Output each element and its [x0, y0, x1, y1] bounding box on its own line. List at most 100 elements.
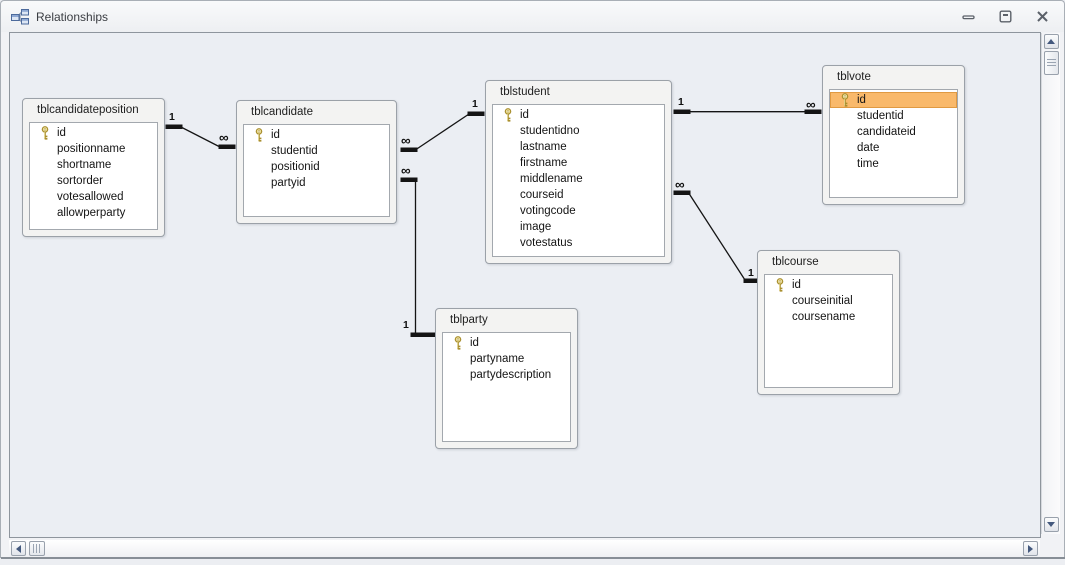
- table-title[interactable]: tblcandidate: [251, 106, 314, 118]
- field-row-shortname[interactable]: shortname: [30, 157, 157, 173]
- field-row-allowperparty[interactable]: allowperparty: [30, 205, 157, 221]
- table-field-list: id partyname partydescription: [442, 332, 571, 442]
- restore-icon: [999, 10, 1012, 23]
- field-name: studentid: [857, 110, 904, 122]
- field-row-courseinitial[interactable]: courseinitial: [765, 293, 892, 309]
- field-name: partyname: [470, 353, 525, 365]
- field-name: id: [520, 109, 529, 121]
- cardinality-label: ∞: [806, 97, 816, 112]
- restore-button[interactable]: [998, 10, 1013, 24]
- close-icon: [1037, 11, 1048, 22]
- table-field-list: id studentidno lastname firstname middlename…: [492, 104, 665, 257]
- primary-key-icon: [840, 93, 853, 107]
- field-row-studentidno[interactable]: studentidno: [493, 123, 664, 139]
- field-row-partyname[interactable]: partyname: [443, 351, 570, 367]
- field-name: id: [857, 94, 866, 106]
- table-card-tblvote[interactable]: tblvote id studentid candidateid date time: [822, 65, 965, 205]
- table-title[interactable]: tblcandidateposition: [37, 104, 139, 116]
- cardinality-label: ∞: [219, 130, 229, 145]
- field-row-id[interactable]: id: [830, 92, 957, 108]
- field-row-votestatus[interactable]: votestatus: [493, 235, 664, 251]
- field-row-votesallowed[interactable]: votesallowed: [30, 189, 157, 205]
- table-title[interactable]: tblstudent: [500, 86, 550, 98]
- relationship-line-candidate-party[interactable]: [400, 177, 436, 337]
- field-name: positionid: [271, 161, 320, 173]
- table-card-tblcourse[interactable]: tblcourse id courseinitial coursename: [757, 250, 900, 395]
- titlebar[interactable]: Relationships: [1, 1, 1064, 32]
- table-field-list: id courseinitial coursename: [764, 274, 893, 388]
- field-row-positionname[interactable]: positionname: [30, 141, 157, 157]
- field-name: lastname: [520, 141, 567, 153]
- field-row-courseid[interactable]: courseid: [493, 187, 664, 203]
- field-name: middlename: [520, 173, 583, 185]
- field-row-id[interactable]: id: [30, 125, 157, 141]
- arrow-left-icon: [16, 544, 21, 553]
- field-row-id[interactable]: id: [443, 335, 570, 351]
- cardinality-label: 1: [678, 96, 684, 108]
- field-name: votingcode: [520, 205, 576, 217]
- field-name: id: [57, 127, 66, 139]
- table-title[interactable]: tblcourse: [772, 256, 819, 268]
- field-row-votingcode[interactable]: votingcode: [493, 203, 664, 219]
- field-name: courseinitial: [792, 295, 853, 307]
- primary-key-icon: [453, 336, 466, 350]
- table-card-tblcandidateposition[interactable]: tblcandidateposition id positionname short…: [22, 98, 165, 237]
- field-name: date: [857, 142, 880, 154]
- primary-key-icon: [775, 278, 788, 292]
- cardinality-label: 1: [748, 267, 754, 279]
- field-name: id: [470, 337, 479, 349]
- table-card-tblcandidate[interactable]: tblcandidate id studentid positionid partyi…: [236, 100, 397, 224]
- scroll-left-button[interactable]: [11, 541, 26, 556]
- cardinality-label: ∞: [675, 177, 685, 192]
- field-row-studentid[interactable]: studentid: [244, 143, 389, 159]
- vertical-scrollbar[interactable]: [1041, 33, 1060, 534]
- relationships-canvas[interactable]: 1 ∞ ∞ 1 ∞ 1 1 ∞ ∞ 1 tblcandidateposition…: [9, 32, 1041, 538]
- scroll-right-button[interactable]: [1023, 541, 1038, 556]
- relationship-line-student-vote[interactable]: [673, 109, 822, 114]
- table-field-list: id studentid candidateid date time: [829, 89, 958, 198]
- field-row-time[interactable]: time: [830, 156, 957, 172]
- field-name: studentid: [271, 145, 318, 157]
- field-row-date[interactable]: date: [830, 140, 957, 156]
- field-row-lastname[interactable]: lastname: [493, 139, 664, 155]
- minimize-icon: [962, 15, 975, 20]
- cardinality-label: 1: [169, 111, 175, 123]
- field-row-id[interactable]: id: [765, 277, 892, 293]
- field-row-id[interactable]: id: [244, 127, 389, 143]
- horizontal-scrollbar[interactable]: [9, 540, 1040, 557]
- field-name: image: [520, 221, 552, 233]
- field-row-sortorder[interactable]: sortorder: [30, 173, 157, 189]
- table-card-tblstudent[interactable]: tblstudent id studentidno lastname firstnam…: [485, 80, 672, 264]
- minimize-button[interactable]: [961, 10, 976, 24]
- scroll-up-button[interactable]: [1043, 34, 1059, 49]
- field-name: shortname: [57, 159, 112, 171]
- close-button[interactable]: [1035, 10, 1050, 24]
- field-name: candidateid: [857, 126, 916, 138]
- field-row-firstname[interactable]: firstname: [493, 155, 664, 171]
- field-row-image[interactable]: image: [493, 219, 664, 235]
- field-row-positionid[interactable]: positionid: [244, 159, 389, 175]
- field-name: votestatus: [520, 237, 573, 249]
- field-row-middlename[interactable]: middlename: [493, 171, 664, 187]
- horizontal-scrollbar-thumb[interactable]: [29, 541, 45, 556]
- field-row-studentid[interactable]: studentid: [830, 108, 957, 124]
- cardinality-label: ∞: [401, 163, 411, 178]
- table-title[interactable]: tblvote: [837, 71, 871, 83]
- field-row-candidateid[interactable]: candidateid: [830, 124, 957, 140]
- arrow-down-icon: [1047, 522, 1055, 527]
- field-row-id[interactable]: id: [493, 107, 664, 123]
- field-name: allowperparty: [57, 207, 126, 219]
- field-row-coursename[interactable]: coursename: [765, 309, 892, 325]
- field-row-partyid[interactable]: partyid: [244, 175, 389, 191]
- scroll-down-button[interactable]: [1043, 517, 1059, 532]
- table-title[interactable]: tblparty: [450, 314, 488, 326]
- field-name: id: [792, 279, 801, 291]
- field-row-partydescription[interactable]: partydescription: [443, 367, 570, 383]
- vertical-scrollbar-thumb[interactable]: [1043, 51, 1059, 75]
- relationship-line-candidate-student[interactable]: [400, 111, 485, 152]
- field-name: firstname: [520, 157, 568, 169]
- primary-key-icon: [40, 126, 53, 140]
- table-card-tblparty[interactable]: tblparty id partyname partydescription: [435, 308, 578, 449]
